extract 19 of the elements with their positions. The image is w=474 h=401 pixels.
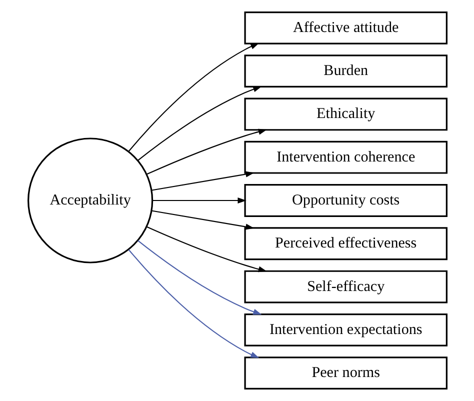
- arrow: [151, 210, 254, 230]
- arrow: [137, 240, 262, 315]
- arrow: [128, 249, 259, 358]
- node-box: Opportunity costs: [244, 184, 447, 217]
- arrow: [152, 197, 246, 204]
- node-circle: Acceptability: [27, 138, 153, 264]
- arrow: [137, 86, 262, 161]
- node-box: Burden: [244, 54, 447, 88]
- node-box: Perceived effectiveness: [244, 227, 447, 260]
- node-box: Intervention coherence: [244, 140, 447, 174]
- node-box: Self-efficacy: [244, 270, 447, 304]
- arrow: [146, 226, 267, 272]
- arrow: [151, 171, 254, 191]
- node-box: Peer norms: [244, 356, 447, 390]
- arrow: [146, 128, 267, 175]
- arrow: [128, 42, 259, 152]
- node-box: Ethicality: [244, 98, 447, 131]
- node-box: Affective attitude: [244, 12, 447, 44]
- node-box: Intervention expectations: [244, 313, 447, 346]
